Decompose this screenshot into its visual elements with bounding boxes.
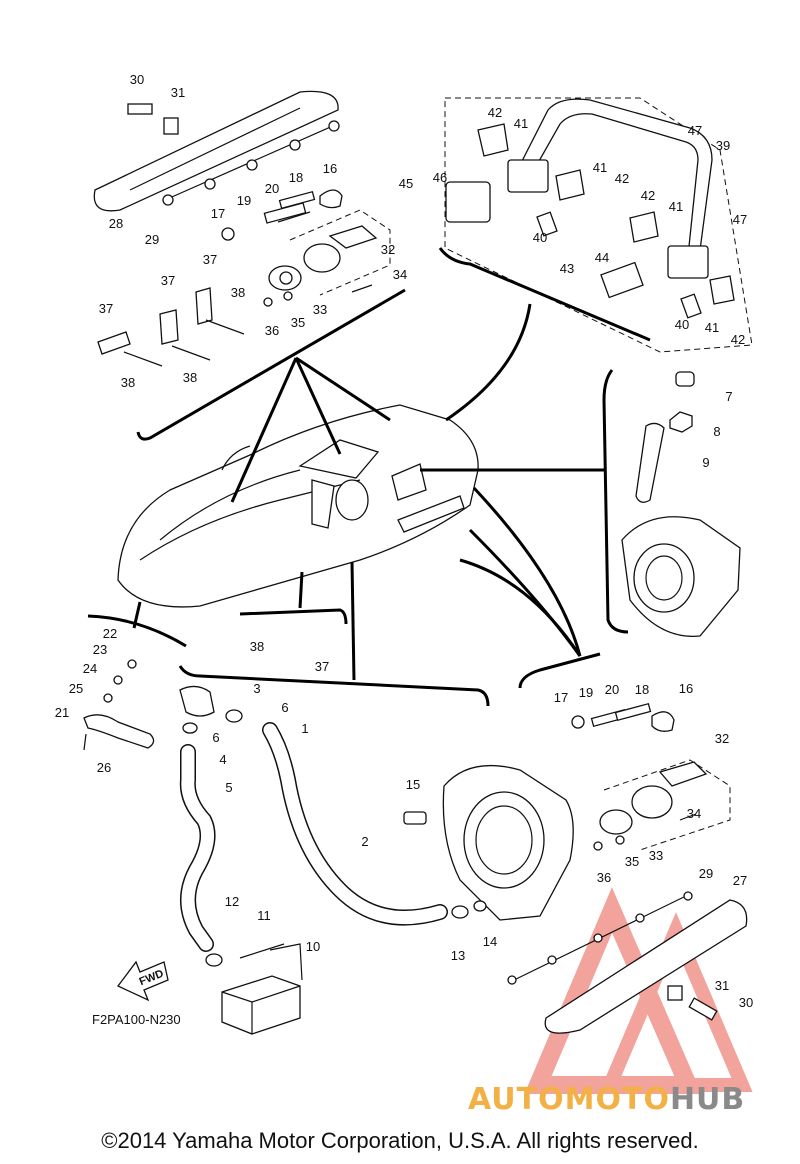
box-assembly-10: [205, 943, 303, 1035]
callout-17: 17: [554, 690, 568, 705]
group-connectors: [87, 247, 651, 707]
hose-assembly: [179, 685, 448, 952]
callout-37: 37: [161, 273, 175, 288]
callout-4: 4: [219, 752, 226, 767]
callout-47: 47: [733, 212, 747, 227]
callout-39: 39: [716, 138, 730, 153]
callout-5: 5: [225, 780, 232, 795]
callout-7: 7: [725, 389, 732, 404]
callout-34: 34: [687, 806, 701, 821]
fwd-arrow-icon: FWD: [116, 960, 169, 1002]
grab-bar-assembly: [444, 97, 753, 353]
callout-44: 44: [595, 250, 609, 265]
callout-37: 37: [99, 301, 113, 316]
watermark-part1: AUTOMOTO: [468, 1082, 670, 1117]
callout-36: 36: [597, 870, 611, 885]
callout-40: 40: [675, 317, 689, 332]
callout-16: 16: [679, 681, 693, 696]
callout-6: 6: [281, 700, 288, 715]
callout-29: 29: [145, 232, 159, 247]
callout-40: 40: [533, 230, 547, 245]
callout-36: 36: [265, 323, 279, 338]
callout-9: 9: [702, 455, 709, 470]
watercraft-hull: [117, 404, 479, 608]
callout-3: 3: [253, 681, 260, 696]
callout-23: 23: [93, 642, 107, 657]
callout-30: 30: [130, 72, 144, 87]
callout-29: 29: [699, 866, 713, 881]
callout-38: 38: [250, 639, 264, 654]
callout-38: 38: [231, 285, 245, 300]
callout-31: 31: [171, 85, 185, 100]
callout-1: 1: [301, 721, 308, 736]
callout-46: 46: [433, 170, 447, 185]
callout-14: 14: [483, 934, 497, 949]
callout-42: 42: [731, 332, 745, 347]
callout-42: 42: [488, 105, 502, 120]
callout-47: 47: [688, 123, 702, 138]
callout-38: 38: [121, 375, 135, 390]
callout-16: 16: [323, 161, 337, 176]
bracket-group-left: [97, 287, 245, 367]
callout-37: 37: [203, 252, 217, 267]
callout-33: 33: [649, 848, 663, 863]
callout-37: 37: [315, 659, 329, 674]
callout-41: 41: [669, 199, 683, 214]
callout-42: 42: [641, 188, 655, 203]
callout-13: 13: [451, 948, 465, 963]
callout-45: 45: [399, 176, 413, 191]
callout-12: 12: [225, 894, 239, 909]
callout-34: 34: [393, 267, 407, 282]
handle-assembly-top-left: [93, 90, 340, 212]
callout-21: 21: [55, 705, 69, 720]
callout-18: 18: [635, 682, 649, 697]
callout-11: 11: [257, 908, 271, 923]
watermark-text: AUTOMOTOHUB: [468, 1082, 745, 1117]
callout-32: 32: [381, 242, 395, 257]
callout-17: 17: [211, 206, 225, 221]
callout-18: 18: [289, 170, 303, 185]
callout-27: 27: [733, 873, 747, 888]
callout-20: 20: [265, 181, 279, 196]
callout-30: 30: [739, 995, 753, 1010]
handle-assembly-bottom-right: [507, 891, 748, 1034]
callout-35: 35: [625, 854, 639, 869]
bracket-assembly-21: [83, 659, 155, 751]
cover-assembly-bottom: [571, 702, 731, 851]
callout-41: 41: [705, 320, 719, 335]
jet-pump-assembly: [621, 371, 741, 638]
watermark-part2: HUB: [669, 1082, 746, 1117]
diagram-code: F2PA100-N230: [92, 1012, 181, 1027]
callout-22: 22: [103, 626, 117, 641]
callout-35: 35: [291, 315, 305, 330]
callout-38: 38: [183, 370, 197, 385]
callout-15: 15: [406, 777, 420, 792]
callout-42: 42: [615, 171, 629, 186]
callout-8: 8: [713, 424, 720, 439]
callout-19: 19: [579, 685, 593, 700]
callout-25: 25: [69, 681, 83, 696]
intake-housing: [403, 764, 574, 921]
callout-41: 41: [593, 160, 607, 175]
callout-41: 41: [514, 116, 528, 131]
callout-19: 19: [237, 193, 251, 208]
callout-28: 28: [109, 216, 123, 231]
cover-assembly-top: [221, 189, 391, 307]
callout-33: 33: [313, 302, 327, 317]
callout-20: 20: [605, 682, 619, 697]
callout-43: 43: [560, 261, 574, 276]
callout-26: 26: [97, 760, 111, 775]
callout-32: 32: [715, 731, 729, 746]
copyright-notice: ©2014 Yamaha Motor Corporation, U.S.A. A…: [101, 1128, 699, 1153]
callout-2: 2: [361, 834, 368, 849]
callout-24: 24: [83, 661, 97, 676]
callout-31: 31: [715, 978, 729, 993]
callout-10: 10: [306, 939, 320, 954]
callout-6: 6: [212, 730, 219, 745]
